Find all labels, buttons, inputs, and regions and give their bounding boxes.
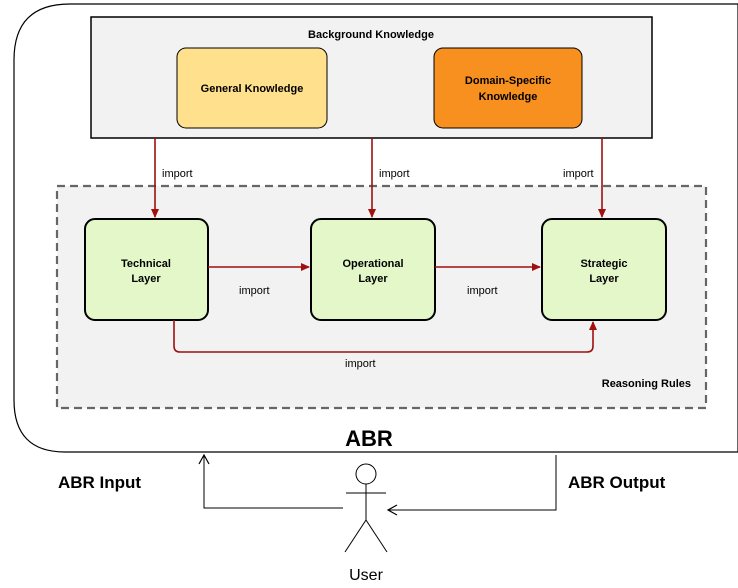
strategic-layer-label-line2: Layer bbox=[589, 273, 619, 285]
import-label-bg-technical: import bbox=[162, 168, 193, 180]
operational-layer-box bbox=[310, 218, 436, 321]
operational-layer-label-line1: Operational bbox=[342, 258, 403, 270]
import-label-bg-strategic: import bbox=[563, 168, 594, 180]
reasoning-rules-title: Reasoning Rules bbox=[602, 378, 691, 390]
domain-specific-label-line1: Domain-Specific bbox=[465, 75, 551, 87]
abr-input-label: ABR Input bbox=[58, 473, 141, 492]
import-label-technical-strategic: import bbox=[345, 358, 376, 370]
technical-layer-box bbox=[84, 218, 209, 321]
strategic-layer-box bbox=[541, 218, 667, 321]
output-arrow-abr-to-user bbox=[386, 455, 557, 516]
input-arrow-user-to-abr bbox=[198, 453, 343, 509]
general-knowledge-label: General Knowledge bbox=[201, 83, 304, 95]
import-label-technical-operational: import bbox=[239, 285, 270, 297]
domain-specific-knowledge-box bbox=[433, 47, 583, 129]
technical-layer-label-line1: Technical bbox=[121, 258, 171, 270]
technical-layer-label-line2: Layer bbox=[131, 273, 161, 285]
user-label: User bbox=[349, 567, 383, 584]
domain-specific-label-line2: Knowledge bbox=[479, 91, 538, 103]
import-label-operational-strategic: import bbox=[467, 285, 498, 297]
user-actor-icon bbox=[344, 463, 388, 553]
general-knowledge-box bbox=[176, 47, 328, 129]
background-knowledge-title: Background Knowledge bbox=[308, 29, 434, 41]
import-label-bg-operational: import bbox=[379, 168, 410, 180]
abr-output-label: ABR Output bbox=[568, 473, 666, 492]
import-arrow-technical-to-strategic bbox=[173, 320, 597, 353]
operational-layer-label-line2: Layer bbox=[358, 273, 388, 285]
abr-title: ABR bbox=[345, 426, 393, 451]
strategic-layer-label-line1: Strategic bbox=[580, 258, 627, 270]
